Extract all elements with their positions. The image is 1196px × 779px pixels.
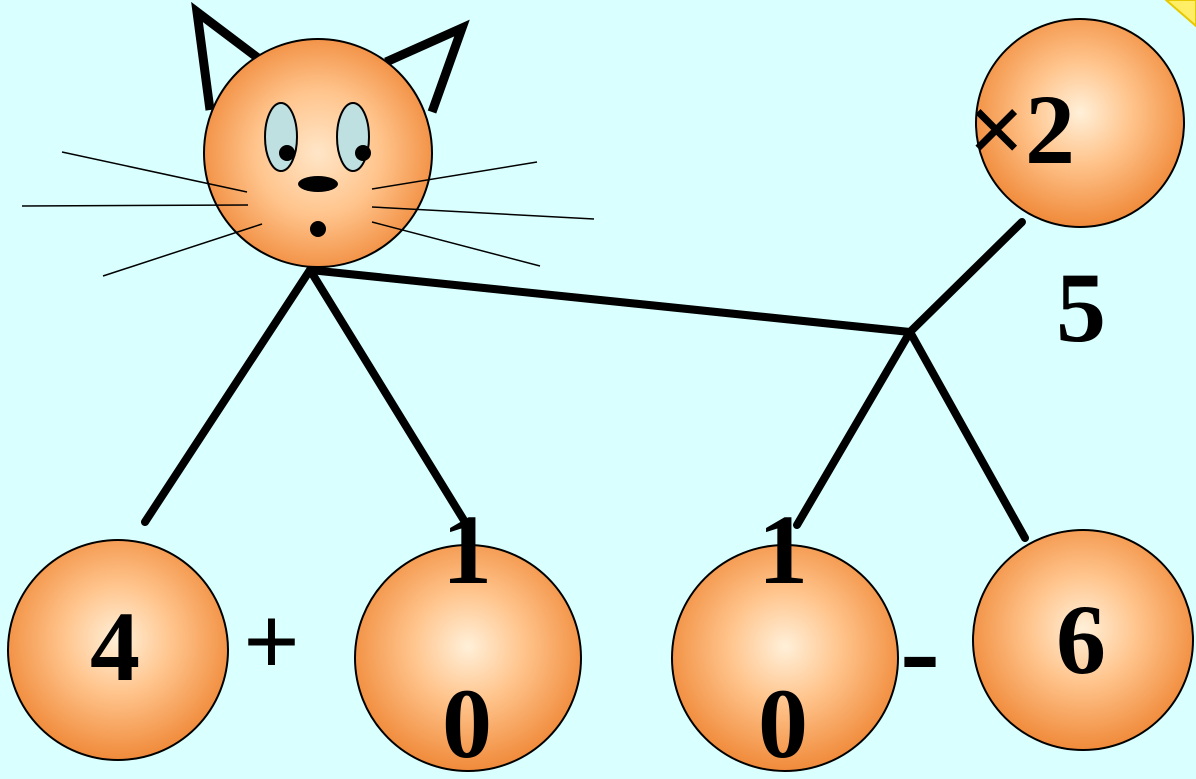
cat-right-ear [384, 19, 470, 114]
right-ball-1 [671, 544, 899, 772]
left-ball-1 [7, 539, 229, 761]
cat-left-ear [191, 1, 261, 111]
top-right-ball [975, 18, 1185, 228]
cat-face-icon [21, 38, 595, 277]
cat-ears [191, 1, 470, 114]
line-cat-to-left-ball [141, 266, 314, 526]
orange-balls [7, 18, 1194, 772]
connector-lines [141, 218, 1029, 542]
cat-whiskers [21, 151, 595, 277]
line-junction-to-right-ball-2 [906, 328, 1029, 542]
top-right-extra-digit: 5 [1056, 252, 1106, 363]
cat-mouth [310, 221, 326, 237]
page-curl-icon [1164, 0, 1196, 28]
line-junction-to-right-ball-1 [793, 328, 914, 529]
cat-left-pupil [279, 145, 295, 161]
cat-head [203, 38, 433, 268]
line-cat-to-junction [306, 266, 914, 336]
cat-right-pupil [355, 145, 371, 161]
minus-operator: - [900, 583, 940, 716]
right-ball-1-bottom-digit: 0 [758, 668, 808, 779]
left-ball-1-digit: 4 [90, 591, 140, 702]
cat-nose [298, 176, 338, 192]
left-ball-2 [354, 544, 582, 772]
plus-operator: + [243, 586, 300, 697]
left-ball-2-bottom-digit: 0 [442, 668, 492, 779]
top-right-ball-label: ×2 [968, 74, 1075, 185]
right-ball-2 [972, 529, 1194, 751]
line-cat-to-middle-ball [306, 266, 469, 526]
line-junction-to-top-ball [906, 218, 1026, 336]
left-ball-2-top-digit: 1 [442, 494, 492, 605]
cat-left-eye [264, 102, 298, 172]
right-ball-1-top-digit: 1 [758, 494, 808, 605]
right-ball-2-digit: 6 [1056, 584, 1106, 695]
